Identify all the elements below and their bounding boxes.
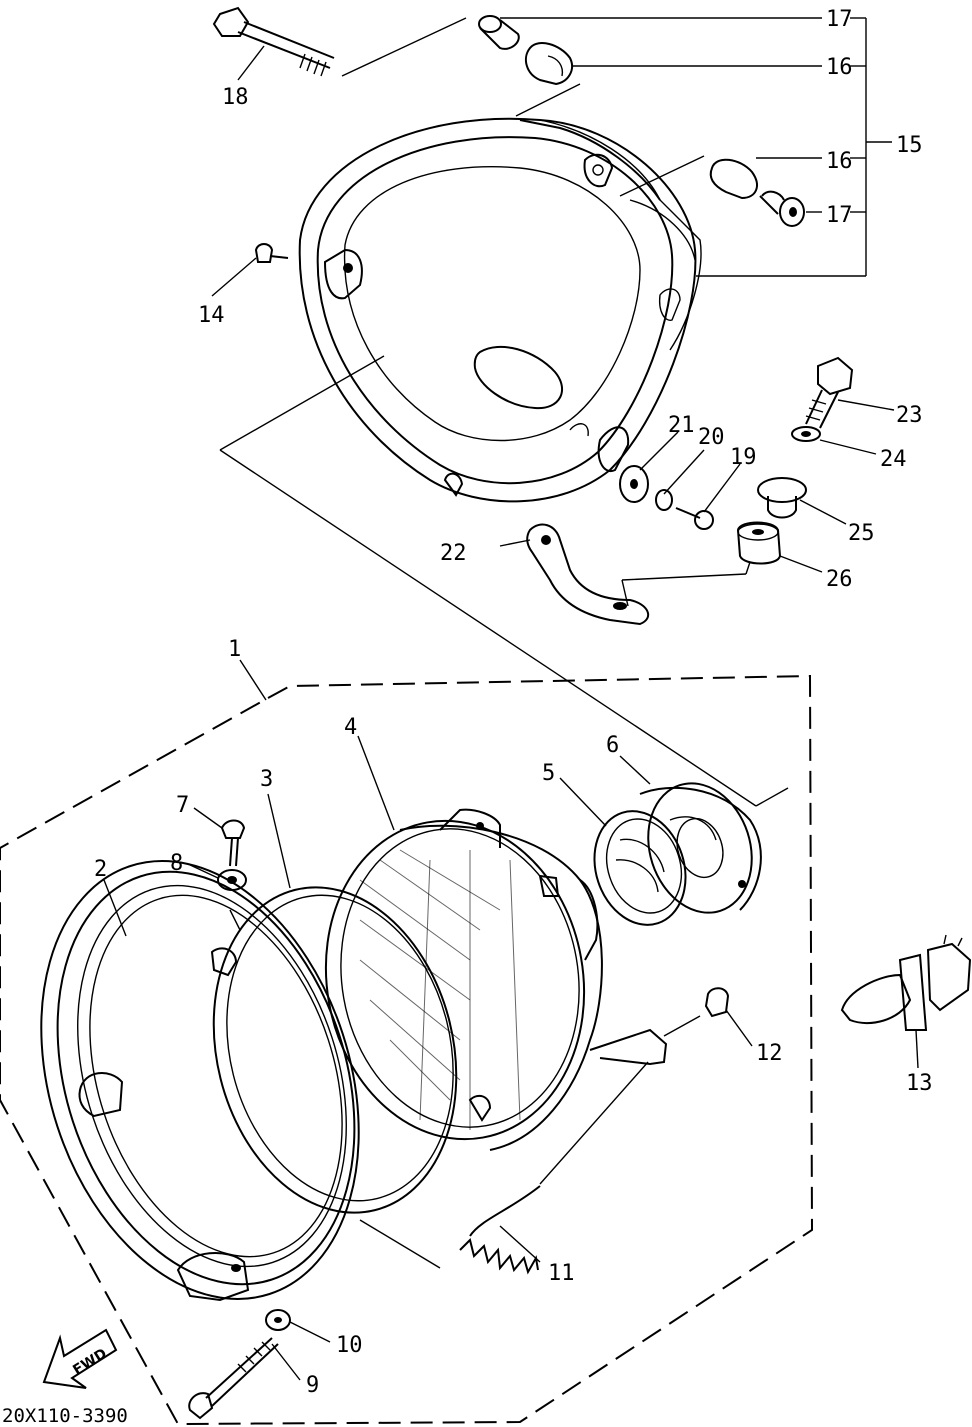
part-number-3: 3	[260, 767, 273, 792]
part-number-18: 18	[222, 85, 249, 110]
collar-17-top	[478, 15, 520, 50]
part-number-5: 5	[542, 761, 555, 786]
screw-9	[188, 1337, 279, 1420]
part-number-1: 1	[228, 637, 241, 662]
part-number-26: 26	[826, 567, 853, 592]
part-number-7: 7	[176, 793, 189, 818]
screw-14	[254, 243, 289, 263]
part-number-14: 14	[198, 303, 225, 328]
washer-8	[217, 869, 247, 891]
headlight-rim	[40, 860, 360, 1302]
washer-20	[655, 489, 673, 511]
grommet-16-side	[709, 158, 758, 200]
bracket-22	[526, 523, 650, 626]
washer-21	[619, 465, 649, 503]
part-number-13: 13	[906, 1071, 933, 1096]
part-number-19: 19	[730, 445, 757, 470]
part-number-9: 9	[306, 1373, 319, 1398]
nut-10	[265, 1309, 291, 1331]
headlight-ring	[212, 886, 458, 1214]
headlight-unit	[324, 808, 603, 1151]
part-number-24: 24	[880, 447, 907, 472]
collar-17-side	[759, 190, 805, 227]
screw-19	[675, 507, 714, 530]
dust-cover	[639, 782, 762, 914]
part-labels: 17 16 15 16 17 18 14 23 21 20 19 24 25 2…	[2, 7, 933, 1427]
spring-11	[459, 1185, 541, 1275]
bulb-socket	[593, 810, 687, 926]
part-number-6: 6	[606, 733, 619, 758]
bulb-13	[840, 934, 972, 1031]
part-number-12: 12	[756, 1041, 783, 1066]
collar-25	[757, 477, 807, 519]
part-number-17-side: 17	[826, 203, 853, 228]
diagram-code: 20X110-3390	[2, 1405, 128, 1427]
screw-7	[220, 819, 246, 867]
washer-24	[791, 426, 821, 442]
forward-arrow-icon: FWD	[42, 1328, 118, 1389]
adjuster-12	[704, 987, 730, 1018]
part-number-10: 10	[336, 1333, 363, 1358]
part-number-25: 25	[848, 521, 875, 546]
part-number-20: 20	[698, 425, 725, 450]
part-number-16-side: 16	[826, 149, 853, 174]
part-number-17-top: 17	[826, 7, 853, 32]
bolt-23	[805, 356, 854, 429]
part-number-21: 21	[668, 413, 695, 438]
part-number-22: 22	[440, 541, 467, 566]
bolt-18	[212, 6, 335, 77]
damper-26	[736, 521, 782, 565]
fwd-label: FWD	[70, 1346, 110, 1379]
part-number-23: 23	[896, 403, 923, 428]
adjuster-bracket	[589, 1028, 668, 1066]
part-number-2: 2	[94, 857, 107, 882]
grommet-16-top	[524, 42, 574, 86]
part-number-8: 8	[170, 851, 183, 876]
part-number-11: 11	[548, 1261, 575, 1286]
assembly-boundary	[0, 674, 814, 1426]
leader-lines	[103, 17, 919, 1381]
headlight-housing	[298, 117, 702, 503]
part-number-16-top: 16	[826, 55, 853, 80]
part-number-15: 15	[896, 133, 923, 158]
part-number-4: 4	[344, 715, 357, 740]
